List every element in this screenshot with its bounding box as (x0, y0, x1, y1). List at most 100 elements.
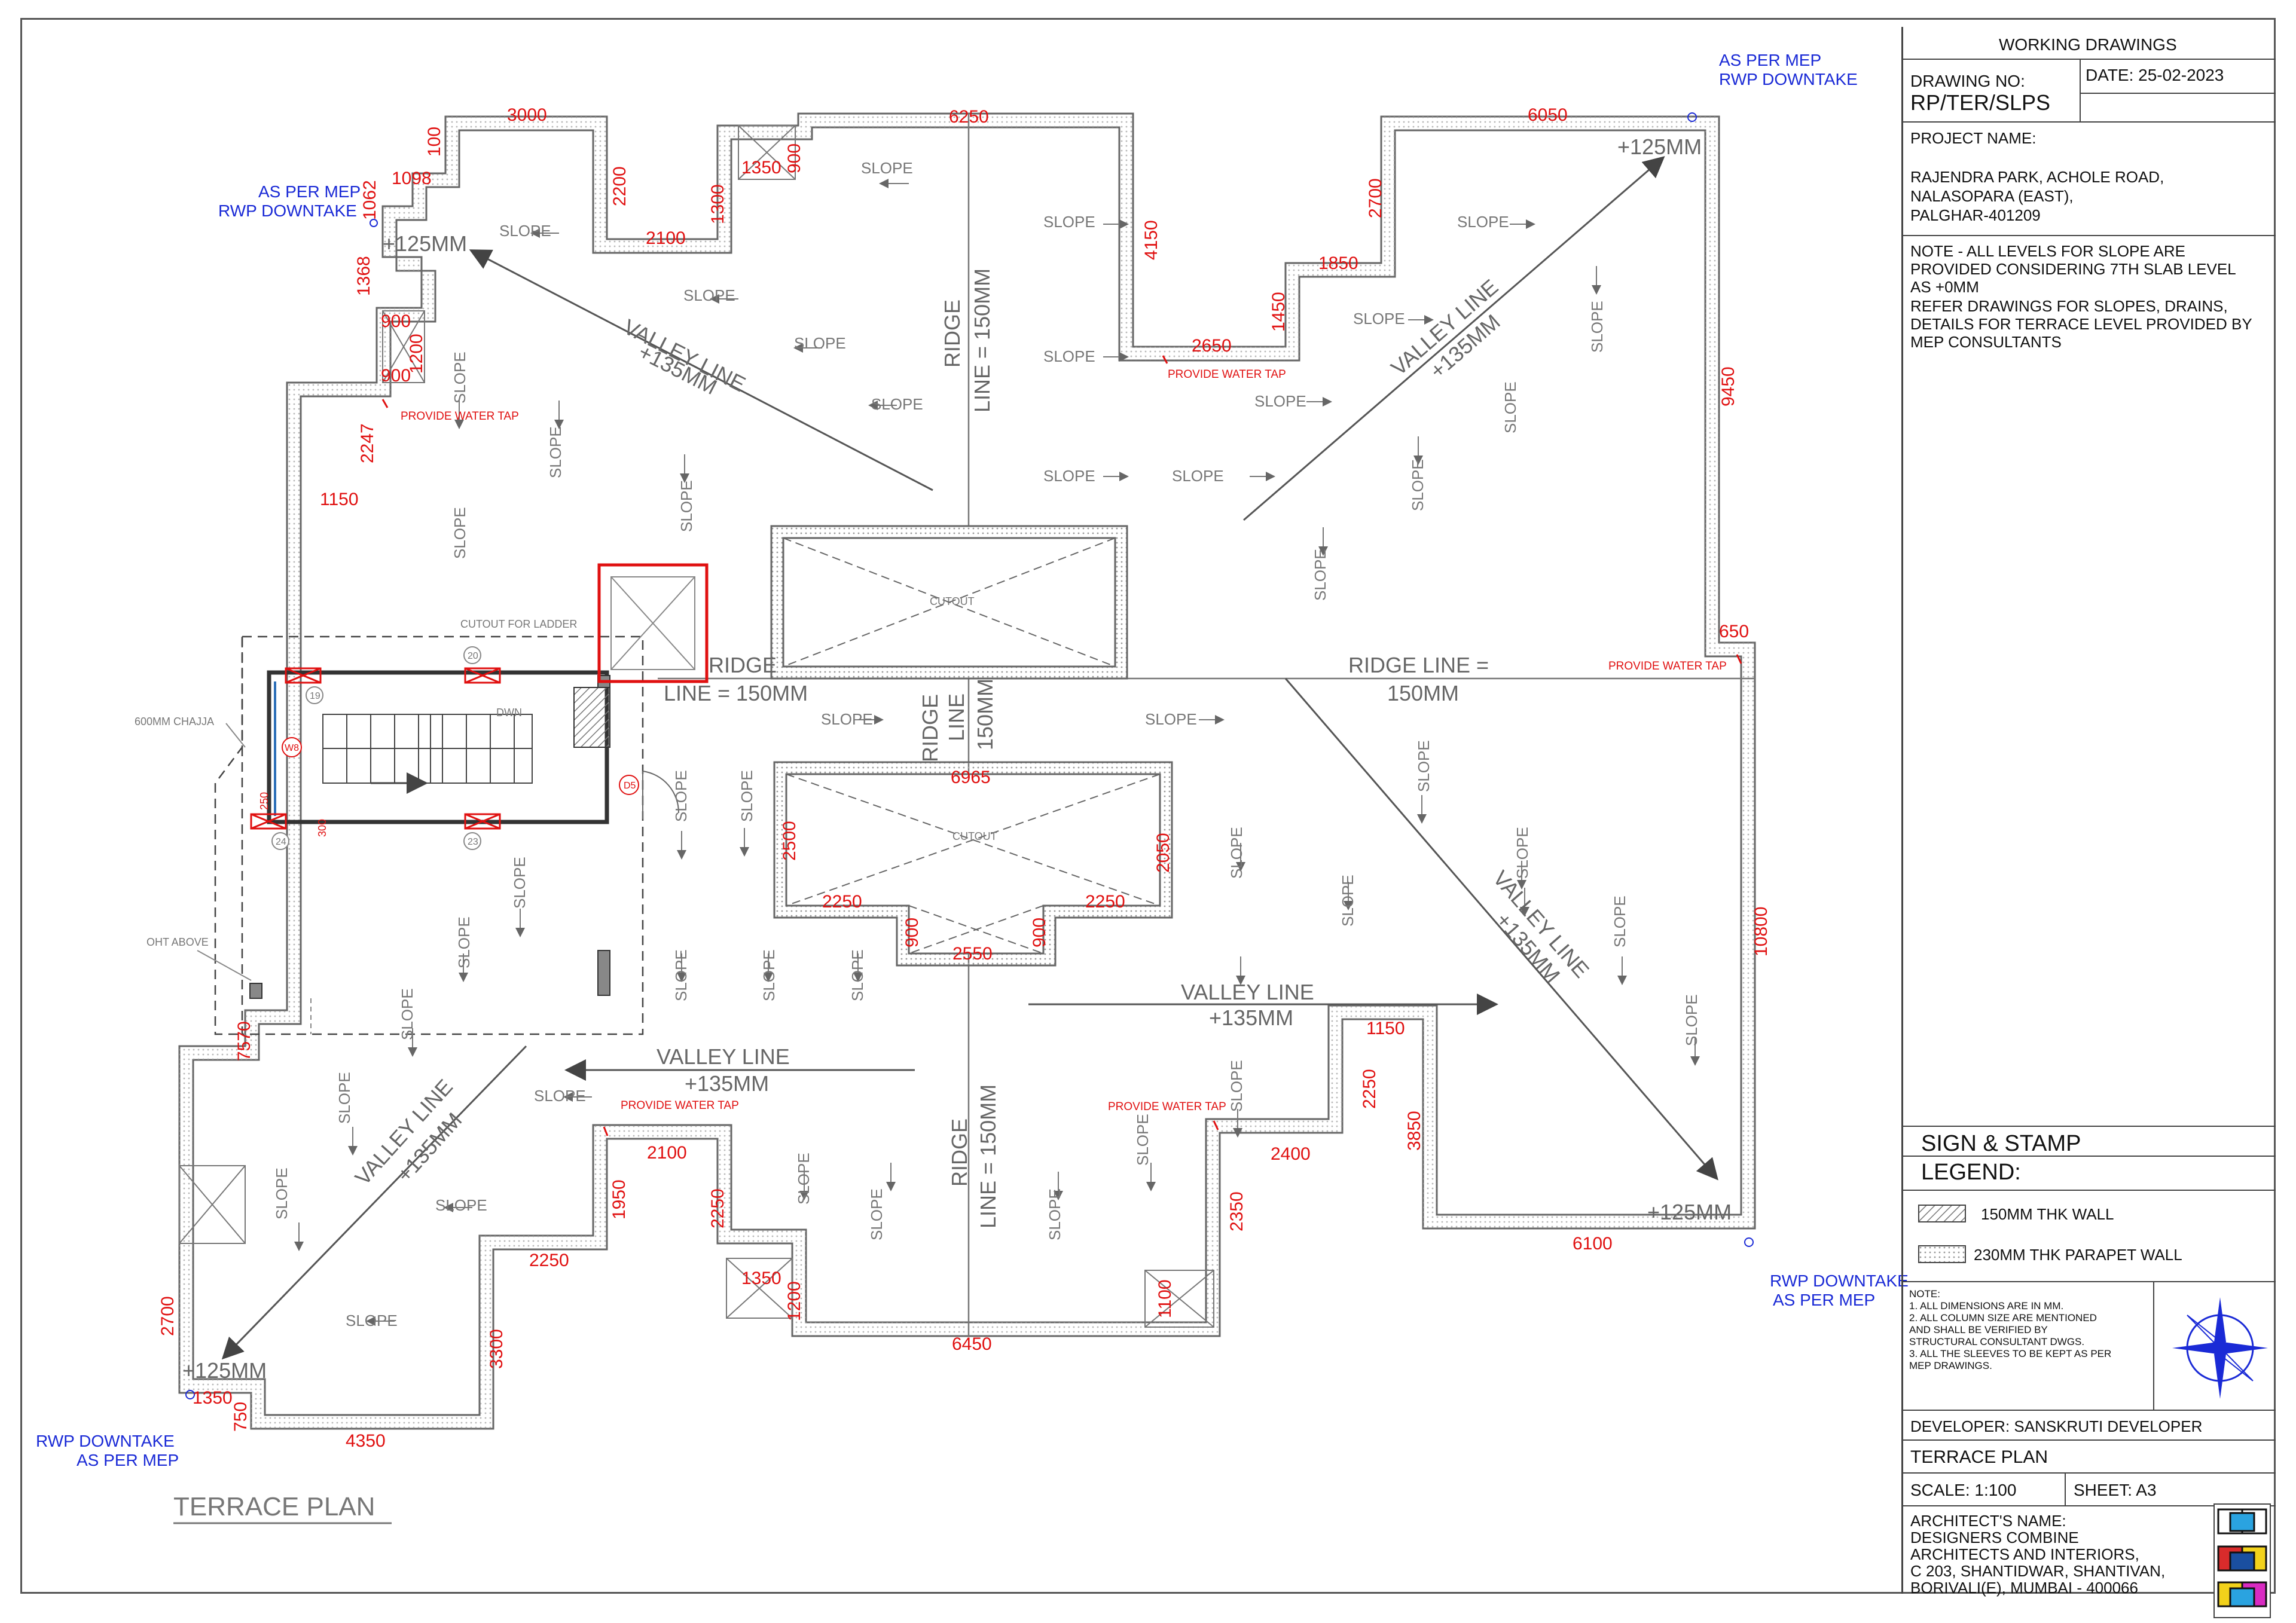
slope-label-v: SLOPE (1611, 895, 1629, 947)
dimension: 6450 (952, 1334, 992, 1354)
dimension: 1098 (392, 169, 432, 188)
water-tap-label: PROVIDE WATER TAP (621, 1099, 739, 1112)
slope-label-v: SLOPE (1311, 549, 1329, 601)
dimension: 2500 (780, 821, 799, 861)
dimension: 6250 (949, 107, 989, 127)
tb-legend-230: 230MM THK PARAPET WALL (1974, 1246, 2182, 1264)
dimension: 3300 (487, 1329, 506, 1369)
grid-label-19: 19 (310, 691, 320, 701)
stair-dim: 300 (316, 819, 328, 837)
valley-label: VALLEY LINE (1181, 980, 1314, 1004)
dimension: 1350 (193, 1388, 233, 1408)
water-tap-markers (381, 355, 1742, 1136)
grid-bubbles (271, 646, 639, 850)
dimension: 2400 (1271, 1144, 1311, 1164)
dimension: 6050 (1528, 105, 1568, 125)
tb-note-refer: REFER DRAWINGS FOR SLOPES, DRAINS, DETAI… (1910, 297, 2252, 351)
tb-planname-row: TERRACE PLAN (1903, 1441, 2276, 1474)
slope-label-v: SLOPE (677, 480, 695, 532)
slope-label-v: SLOPE (672, 770, 690, 822)
dots-swatch-icon (1918, 1245, 1966, 1263)
slope-arrows (294, 179, 1700, 1326)
slope-label: SLOPE (683, 286, 735, 304)
slope-label: SLOPE (821, 710, 873, 728)
slope-label-v: SLOPE (1501, 381, 1519, 433)
slope-label-v: SLOPE (398, 988, 416, 1040)
slope-label-v: SLOPE (1046, 1188, 1064, 1240)
slope-label: SLOPE (871, 395, 923, 413)
dimension: 900 (381, 311, 411, 331)
tb-drawing-divider (2080, 60, 2081, 123)
ridge-label: RIDGE (709, 653, 777, 677)
valley-lines (221, 156, 1718, 1360)
tb-notes-row: NOTE - ALL LEVELS FOR SLOPE ARE PROVIDED… (1903, 236, 2276, 1127)
tb-note-levels: NOTE - ALL LEVELS FOR SLOPE ARE PROVIDED… (1910, 242, 2236, 296)
dimension: 1368 (354, 256, 374, 296)
dimension: 900 (1030, 918, 1049, 947)
dimension: 1200 (407, 334, 426, 374)
tb-drawing-row: DRAWING NO: RP/TER/SLPS DATE: 25-02-2023 (1903, 60, 2276, 123)
dimension: 2100 (646, 228, 686, 248)
dimension: 2250 (1085, 892, 1125, 912)
tb-legend-title: LEGEND: (1921, 1160, 2021, 1185)
ridge-label: LINE = 150MM (664, 681, 808, 705)
slope-label: SLOPE (1172, 467, 1224, 485)
ridge-label: RIDGE (940, 299, 964, 368)
dimension: 2700 (158, 1296, 178, 1336)
tb-small-notes: NOTE: 1. ALL DIMENSIONS ARE IN MM. 2. AL… (1909, 1288, 2112, 1371)
ridge-label: LINE (944, 693, 969, 741)
rwp-label-top-right-2: RWP DOWNTAKE (1719, 70, 1858, 88)
tb-project-label: PROJECT NAME: (1910, 129, 2037, 147)
dimension: 2350 (1227, 1191, 1247, 1231)
chowk-label: CUTOUT (952, 830, 997, 842)
dimension: 2200 (610, 166, 630, 206)
grid-label-23: 23 (468, 837, 478, 847)
ridge-label: RIDGE (918, 694, 942, 762)
rwp-label-left-1: AS PER MEP (258, 182, 361, 201)
dimension: 900 (381, 366, 411, 386)
tb-developer: DEVELOPER: SANSKRUTI DEVELOPER (1910, 1417, 2203, 1435)
ridge-label: 150MM (1387, 681, 1459, 705)
stair-dim: 250 (258, 792, 270, 810)
grid-label-20: 20 (468, 651, 478, 661)
dimension: 900 (784, 143, 804, 173)
dimension: 1100 (1155, 1279, 1175, 1318)
slope-label-v: SLOPE (451, 507, 469, 559)
cutout-ladder-label: CUTOUT FOR LADDER (460, 618, 577, 630)
window-tag: W8 (285, 743, 299, 753)
tb-scale-row: SCALE: 1:100 SHEET: A3 (1903, 1474, 2276, 1506)
dimension: 2250 (822, 892, 862, 912)
dimension: 1950 (609, 1179, 629, 1219)
slope-label-v: SLOPE (738, 770, 756, 822)
slope-label-v: SLOPE (1409, 459, 1427, 511)
dimension: 2250 (529, 1251, 569, 1270)
dimension: 6100 (1573, 1234, 1613, 1254)
slope-label: SLOPE (1254, 392, 1306, 410)
slope-label-v: SLOPE (1134, 1114, 1152, 1166)
dimension: 900 (902, 918, 922, 947)
slope-label-v: SLOPE (1513, 827, 1531, 879)
slope-label: SLOPE (499, 222, 551, 240)
tb-scale-divider (2065, 1474, 2066, 1506)
dimension: 1150 (320, 490, 359, 509)
slope-label: SLOPE (1043, 213, 1095, 231)
tb-date-line (2081, 93, 2276, 94)
dimension: 2550 (952, 944, 993, 964)
level-label: +125MM (182, 1358, 267, 1383)
tb-architect: ARCHITECT'S NAME: DESIGNERS COMBINE ARCH… (1910, 1512, 2166, 1597)
dimension: 650 (1719, 622, 1749, 641)
architect-logo-icon (2213, 1503, 2271, 1618)
ridge-label: LINE = 150MM (976, 1084, 1000, 1228)
dimension: 1062 (360, 180, 380, 220)
upper-chowk (770, 525, 1128, 680)
drawing-frame (20, 18, 2276, 1594)
tb-developer-row: DEVELOPER: SANSKRUTI DEVELOPER (1903, 1411, 2276, 1441)
dimension: 2250 (708, 1188, 728, 1228)
title-block: WORKING DRAWINGS DRAWING NO: RP/TER/SLPS… (1901, 27, 2276, 1618)
dimension: 2100 (647, 1143, 687, 1163)
slope-label-v: SLOPE (1339, 875, 1357, 927)
rwp-points (185, 112, 1754, 1399)
rwp-label-left-2: RWP DOWNTAKE (218, 201, 357, 220)
slope-label: SLOPE (1353, 310, 1405, 328)
tb-project-row: PROJECT NAME: RAJENDRA PARK, ACHOLE ROAD… (1903, 123, 2276, 236)
